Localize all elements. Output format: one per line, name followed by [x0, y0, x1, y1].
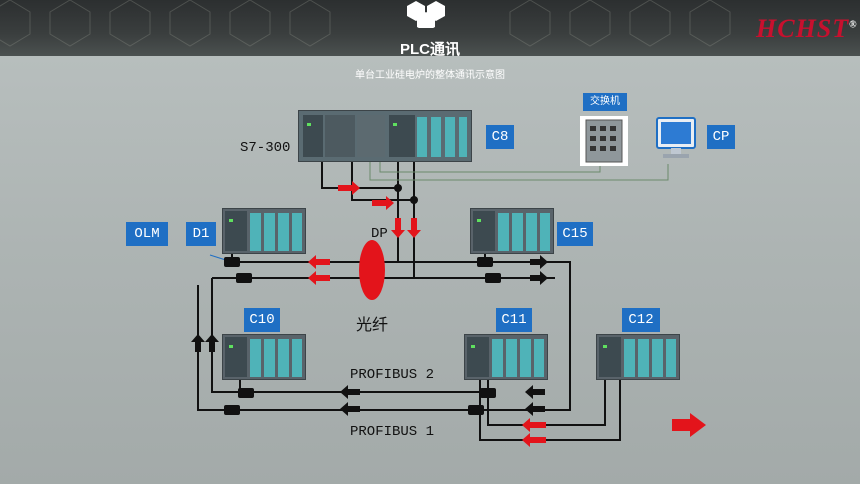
- olm-connector: [477, 257, 493, 267]
- arrow-left-icon: [340, 402, 360, 416]
- c12-label: C12: [622, 308, 660, 332]
- arrow-down-icon: [391, 218, 405, 238]
- s7-drop-line-2: [351, 158, 414, 201]
- arrow-up-icon: [191, 334, 205, 352]
- brand-logo: HCHST®: [756, 14, 857, 48]
- arrow-left-icon: [340, 385, 360, 399]
- page-title: PLC通讯: [399, 41, 460, 58]
- arrow-right-icon: [530, 255, 548, 269]
- olm-label: OLM: [126, 222, 168, 246]
- profibus-2-label: PROFIBUS 2: [350, 367, 435, 383]
- arrow-right-icon: [372, 196, 394, 210]
- arrow-right-icon: [530, 271, 548, 285]
- dp-label: DP: [371, 226, 388, 242]
- c10-label: C10: [244, 308, 280, 332]
- arrow-down-icon: [407, 218, 421, 238]
- arrow-right-icon: [672, 413, 706, 437]
- plc-c15: [470, 208, 554, 254]
- arrow-left-icon: [308, 255, 330, 269]
- olm-connector: [480, 388, 496, 398]
- plc-module-rack: [303, 115, 467, 157]
- profibus-1-label: PROFIBUS 1: [350, 424, 435, 440]
- fiber-label: 光纤: [356, 315, 389, 334]
- brand-text: HCHST: [756, 14, 850, 43]
- c11-c12-link-2: [487, 378, 606, 426]
- switch-link: [379, 158, 601, 173]
- s7-300-label: S7-300: [240, 140, 291, 156]
- c15-label: C15: [557, 222, 593, 246]
- olm-connector: [224, 405, 240, 415]
- plc-c12: [596, 334, 680, 380]
- olm-connector: [238, 388, 254, 398]
- hex-logo-icon: [407, 1, 445, 28]
- plc-c11: [464, 334, 548, 380]
- c8-label: C8: [486, 125, 514, 149]
- profibus-2-bus: [211, 278, 488, 393]
- c11-label: C11: [496, 308, 532, 332]
- network-switch-icon: [580, 116, 628, 166]
- junction-dot: [394, 184, 402, 192]
- registered-mark: ®: [849, 19, 858, 31]
- d1-label: D1: [186, 222, 216, 246]
- arrow-left-icon: [525, 402, 545, 416]
- arrow-right-icon: [338, 181, 360, 195]
- olm-connector: [236, 273, 252, 283]
- arrow-left-icon: [522, 418, 546, 432]
- olm-connector: [224, 257, 240, 267]
- fiber-optic-marker: [359, 240, 385, 300]
- junction-dot: [410, 196, 418, 204]
- page-subtitle: 单台工业硅电炉的整体通讯示意图: [355, 70, 505, 81]
- s7-300-plc: [298, 110, 472, 162]
- olm-connector: [485, 273, 501, 283]
- olm-connector: [468, 405, 484, 415]
- arrow-left-icon: [522, 433, 546, 447]
- s7-drop-line: [321, 158, 398, 189]
- arrow-up-icon: [205, 334, 219, 352]
- plc-c10: [222, 334, 306, 380]
- cp-link: [369, 158, 669, 181]
- cp-label: CP: [707, 125, 735, 149]
- arrow-left-icon: [525, 385, 545, 399]
- profibus-left-return: [197, 285, 232, 411]
- profibus-upper-ring: [232, 261, 571, 411]
- switch-label: 交换机: [583, 93, 627, 111]
- computer-icon: [656, 117, 696, 158]
- hex-pattern-background: [0, 0, 731, 47]
- arrow-left-icon: [308, 271, 330, 285]
- plc-d1: [222, 208, 306, 254]
